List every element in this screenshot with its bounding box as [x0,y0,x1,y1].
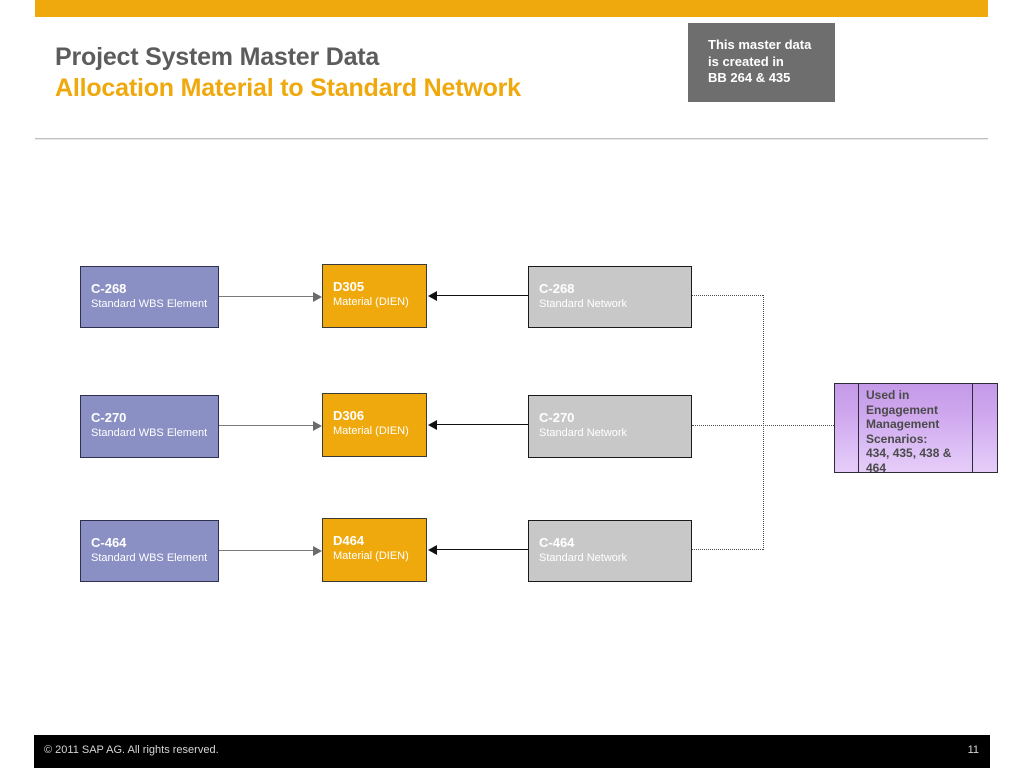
arrow-network-to-material-row2 [437,424,528,425]
callout-line-4: Scenarios: [866,431,928,446]
material-node-row2[interactable]: D306 Material (DIEN) [322,393,427,457]
note-line-1: This master data [708,37,812,52]
material-node-row3[interactable]: D464 Material (DIEN) [322,518,427,582]
arrow-wbs-to-material-row2 [219,425,313,426]
arrowhead-right-row1 [313,292,322,302]
callout-right-divider [972,384,973,472]
dotted-connector-trunk [763,295,764,550]
callout-text: Used in Engagement Management Scenarios:… [866,388,989,475]
network-code-row1: C-268 [539,281,575,296]
callout-line-2: Engagement [866,402,939,417]
master-data-note-box: This master data is created in BB 264 & … [688,23,835,102]
wbs-type-row1: Standard WBS Element [91,298,208,310]
material-code-row2: D306 [333,408,365,423]
wbs-code-row1: C-268 [91,281,127,296]
note-line-3: BB 264 & 435 [708,70,791,85]
wbs-node-row2[interactable]: C-270 Standard WBS Element [80,395,219,458]
wbs-type-row2: Standard WBS Element [91,427,208,439]
callout-line-3: Management [866,417,940,431]
arrowhead-left-row1 [428,291,437,301]
material-type-row2: Material (DIEN) [333,425,409,437]
dotted-connector-row1 [692,295,763,296]
network-node-row1[interactable]: C-268 Standard Network [528,266,692,328]
wbs-node-row3[interactable]: C-464 Standard WBS Element [80,520,219,582]
arrowhead-left-row2 [428,420,437,430]
dotted-connector-row3 [692,549,763,550]
arrow-wbs-to-material-row1 [219,296,313,297]
network-type-row3: Standard Network [539,552,628,564]
header-divider-shadow [35,139,988,140]
material-code-row3: D464 [333,533,365,548]
usage-callout-box[interactable]: Used in Engagement Management Scenarios:… [834,383,998,475]
callout-left-divider [858,384,859,472]
arrow-network-to-material-row3 [437,549,528,550]
title-primary: Project System Master Data [55,43,380,71]
material-type-row1: Material (DIEN) [333,296,409,308]
callout-line-1: Used in [866,388,910,402]
callout-line-5: 434, 435, 438 & [866,446,952,460]
network-type-row2: Standard Network [539,427,628,439]
page-title: Project System Master Data Allocation Ma… [55,42,675,104]
network-code-row2: C-270 [539,410,575,425]
title-secondary: Allocation Material to Standard Network [55,74,521,102]
accent-top-bar [35,0,988,17]
arrowhead-right-row3 [313,546,322,556]
callout-line-6: 464 [866,460,887,475]
arrow-network-to-material-row1 [437,295,528,296]
network-node-row3[interactable]: C-464 Standard Network [528,520,692,582]
slide-footer: © 2011 SAP AG. All rights reserved. 11 [34,735,990,768]
copyright-text: © 2011 SAP AG. All rights reserved. [44,744,219,756]
arrowhead-left-row3 [428,545,437,555]
material-type-row3: Material (DIEN) [333,550,409,562]
wbs-code-row2: C-270 [91,410,127,425]
note-line-2: is created in [708,53,784,69]
wbs-node-row1[interactable]: C-268 Standard WBS Element [80,266,219,328]
network-type-row1: Standard Network [539,298,628,310]
arrow-wbs-to-material-row3 [219,550,313,551]
material-code-row1: D305 [333,279,365,294]
header-divider [35,138,988,139]
page-number: 11 [967,744,979,756]
material-node-row1[interactable]: D305 Material (DIEN) [322,264,427,328]
wbs-type-row3: Standard WBS Element [91,552,208,564]
wbs-code-row3: C-464 [91,535,127,550]
arrowhead-right-row2 [313,421,322,431]
network-code-row3: C-464 [539,535,575,550]
network-node-row2[interactable]: C-270 Standard Network [528,395,692,458]
